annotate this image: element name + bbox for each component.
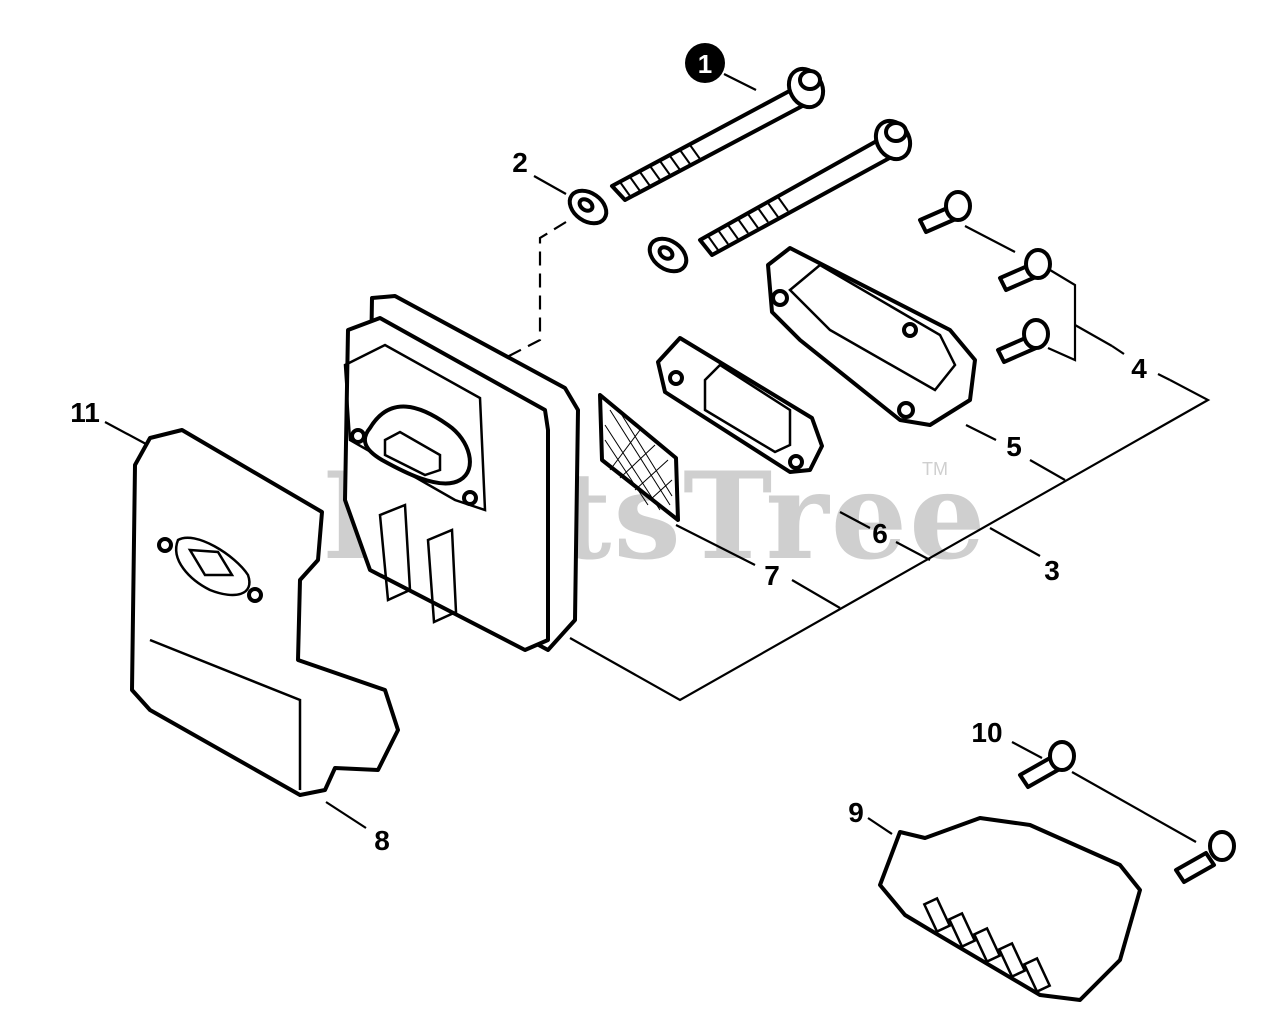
gasket-part-6[interactable] — [656, 336, 824, 474]
washer-part-2[interactable] — [564, 184, 693, 278]
flange-part-5[interactable] — [766, 246, 977, 427]
callout-5[interactable]: 5 — [1006, 431, 1022, 462]
callout-7[interactable]: 7 — [764, 560, 780, 591]
bolt-part-1[interactable] — [610, 63, 917, 257]
assembly-bracket-3 — [569, 373, 1211, 702]
screen-part-7[interactable] — [598, 393, 680, 522]
callout-10[interactable]: 10 — [971, 717, 1002, 748]
heat-shield-part-11[interactable] — [130, 428, 400, 797]
guard-part-9[interactable] — [878, 816, 1142, 1002]
callout-11[interactable]: 11 — [70, 397, 100, 428]
callout-1[interactable]: 1 — [685, 43, 725, 83]
watermark-trademark: TM — [922, 459, 948, 479]
callout-6[interactable]: 6 — [872, 518, 888, 549]
screw-part-10[interactable] — [1018, 740, 1236, 884]
callout-2[interactable]: 2 — [512, 147, 528, 178]
alignment-dashed-line — [504, 221, 567, 359]
callout-1-label: 1 — [698, 49, 712, 79]
leader-lines — [104, 73, 1197, 843]
screw-part-4-leaders — [964, 225, 1113, 362]
muffler-part-3[interactable] — [343, 294, 580, 652]
screw-part-4[interactable] — [918, 190, 1052, 364]
callout-3[interactable]: 3 — [1044, 555, 1060, 586]
callout-9[interactable]: 9 — [848, 797, 864, 828]
callout-4[interactable]: 4 — [1131, 353, 1147, 384]
callout-8[interactable]: 8 — [374, 825, 390, 856]
callout-1-badge — [685, 43, 725, 83]
